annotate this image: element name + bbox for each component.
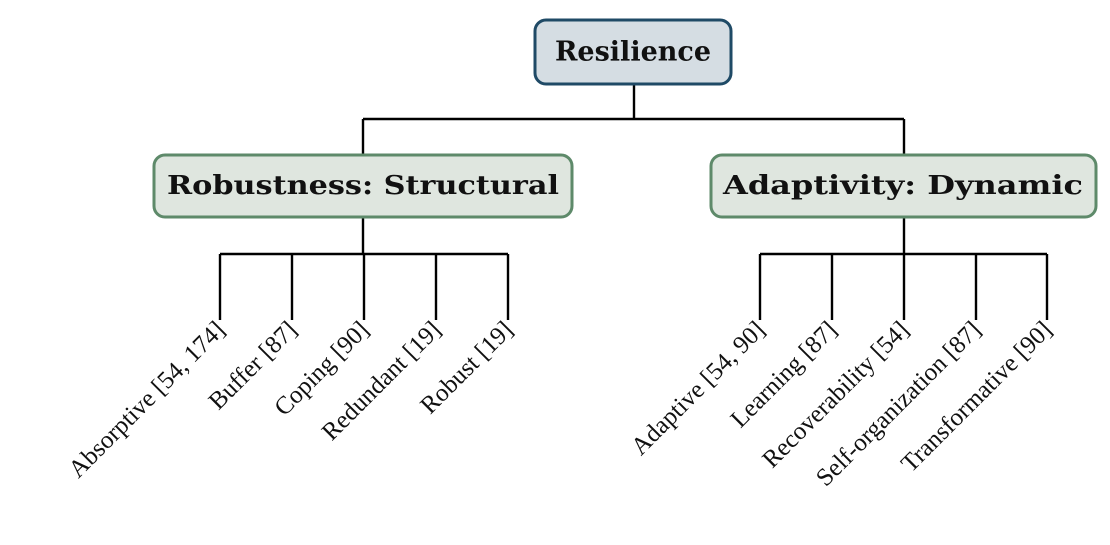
right-leaves: Adaptive [54, 90] Learning [87] Recovera…	[626, 316, 1057, 491]
left-leaves: Absorptive [54, 174] Buffer [87] Coping …	[64, 316, 519, 483]
branch-node-label: Adaptivity: Dynamic	[722, 171, 1083, 201]
root-node-label: Resilience	[555, 37, 711, 68]
branch-node-border	[152, 153, 574, 219]
leaf-label: Absorptive [54, 174]	[64, 316, 231, 483]
leaf-label: Adaptive [54, 90]	[626, 316, 770, 460]
root-connectors	[361, 84, 906, 155]
root-node-box	[535, 20, 731, 84]
branch-node-label: Robustness: Structural	[167, 171, 559, 201]
branch-node-border	[709, 153, 1098, 219]
root-node: Resilience	[533, 18, 733, 86]
branch-node-box	[154, 155, 572, 217]
left-branch-connectors	[218, 217, 510, 320]
root-node-border	[533, 18, 733, 86]
branch-node-box	[711, 155, 1096, 217]
right-branch-connectors	[758, 217, 1049, 320]
branch-node-adaptivity: Adaptivity: Dynamic	[709, 153, 1098, 219]
branch-node-robustness: Robustness: Structural	[152, 153, 574, 219]
